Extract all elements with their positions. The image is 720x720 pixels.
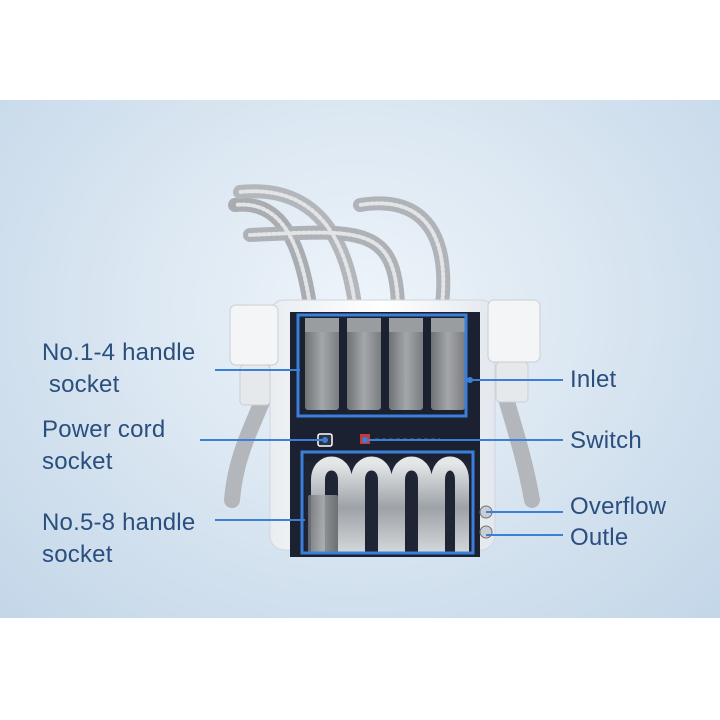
top-hoses — [235, 191, 443, 305]
label-inlet: Inlet — [570, 364, 616, 396]
socket-2 — [347, 330, 381, 410]
outlet-fitting-icon — [480, 526, 492, 538]
socket-3 — [389, 330, 423, 410]
label-power-cord: Power cord socket — [42, 414, 165, 478]
label-handle-1-4-line2: socket — [42, 369, 195, 401]
label-handle-5-8-line1: No.5-8 handle — [42, 507, 195, 539]
label-handle-1-4-line1: No.1-4 handle — [42, 337, 195, 369]
socket-4 — [431, 330, 465, 410]
right-side-hose — [505, 395, 532, 500]
right-handle — [488, 300, 540, 402]
label-handle-5-8: No.5-8 handle socket — [42, 507, 195, 571]
label-overflow: Overflow — [570, 491, 666, 523]
label-switch: Switch — [570, 425, 642, 457]
socket-1 — [305, 330, 339, 410]
label-power-cord-line2: socket — [42, 446, 165, 478]
label-outle: Outle — [570, 522, 628, 554]
left-side-hose — [232, 395, 265, 500]
label-handle-1-4: No.1-4 handle socket — [42, 337, 195, 401]
label-power-cord-line1: Power cord — [42, 414, 165, 446]
lower-socket-row — [305, 462, 470, 554]
label-handle-5-8-line2: socket — [42, 539, 195, 571]
